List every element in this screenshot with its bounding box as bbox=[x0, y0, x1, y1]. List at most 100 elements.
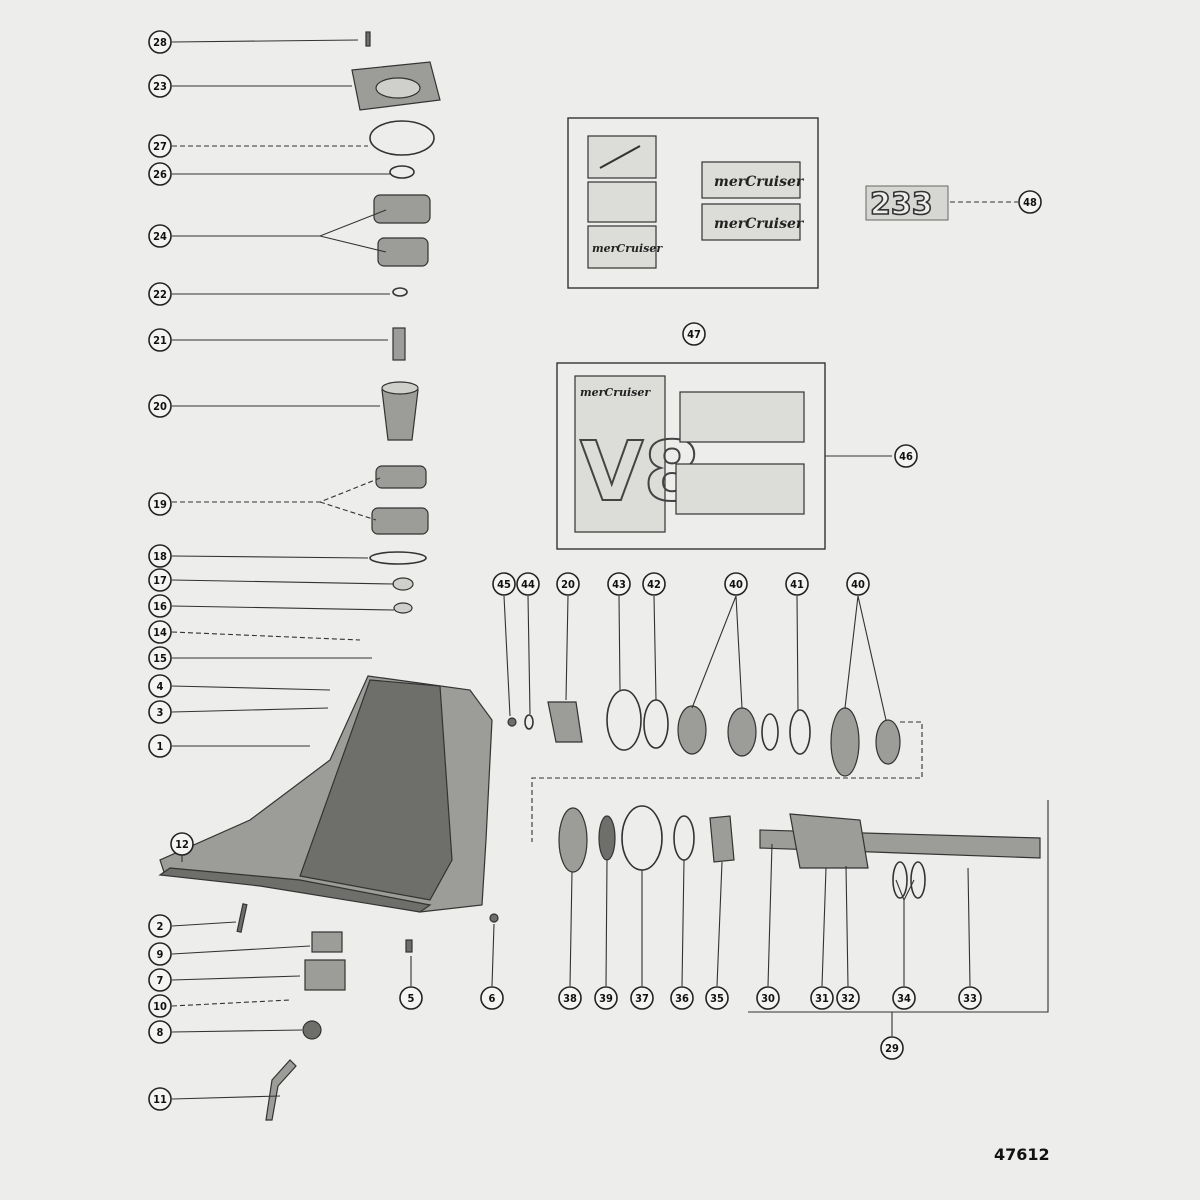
callout-label: 35 bbox=[710, 992, 724, 1005]
callout-circle bbox=[148, 328, 172, 352]
callout-37: 37 bbox=[630, 986, 654, 1010]
callout-40: 40 bbox=[846, 572, 870, 596]
part-pin-2 bbox=[236, 903, 248, 933]
callout-circle bbox=[170, 832, 194, 856]
callout-circle bbox=[642, 572, 666, 596]
decal-brand-text-3: merCruiser bbox=[580, 386, 651, 399]
part-screw-5 bbox=[405, 939, 413, 953]
callout-label: 16 bbox=[153, 600, 167, 613]
callout-label: 43 bbox=[612, 578, 626, 591]
parts-artwork bbox=[158, 31, 1041, 1121]
callout-label: 5 bbox=[408, 992, 415, 1005]
callout-23: 23 bbox=[148, 74, 172, 98]
callout-18: 18 bbox=[148, 544, 172, 568]
callout-4: 4 bbox=[148, 674, 172, 698]
callout-circle bbox=[148, 30, 172, 54]
callout-circle bbox=[836, 986, 860, 1010]
part-plug-6 bbox=[489, 913, 499, 923]
callout-label: 42 bbox=[647, 578, 661, 591]
callout-14: 14 bbox=[148, 620, 172, 644]
callout-circle bbox=[705, 986, 729, 1010]
callout-label: 18 bbox=[153, 550, 167, 563]
callout-circle bbox=[148, 914, 172, 938]
part-nut-17 bbox=[392, 577, 414, 591]
callout-circle bbox=[148, 492, 172, 516]
callout-circle bbox=[399, 986, 423, 1010]
callout-label: 27 bbox=[153, 140, 167, 153]
callout-label: 46 bbox=[899, 450, 913, 463]
callout-circle bbox=[880, 1036, 904, 1060]
callout-46: 46 bbox=[894, 444, 918, 468]
part-tool-11 bbox=[265, 1059, 297, 1121]
callout-circle bbox=[607, 572, 631, 596]
callout-label: 26 bbox=[153, 168, 167, 181]
callout-label: 29 bbox=[885, 1042, 899, 1055]
callout-circle bbox=[148, 594, 172, 618]
callout-circle bbox=[556, 572, 580, 596]
callout-label: 21 bbox=[153, 334, 167, 347]
callout-label: 30 bbox=[761, 992, 775, 1005]
model-decal-text: 233 bbox=[870, 187, 933, 222]
callout-label: 3 bbox=[157, 706, 164, 719]
callout-label: 20 bbox=[561, 578, 575, 591]
callout-9: 9 bbox=[148, 942, 172, 966]
callout-label: 40 bbox=[729, 578, 743, 591]
callout-34: 34 bbox=[892, 986, 916, 1010]
callout-label: 23 bbox=[153, 80, 167, 93]
callout-label: 44 bbox=[521, 578, 535, 591]
callout-circle bbox=[148, 134, 172, 158]
part-bearing-19 bbox=[371, 465, 429, 535]
callout-label: 11 bbox=[153, 1093, 167, 1106]
callout-circle bbox=[148, 620, 172, 644]
callout-circle bbox=[148, 568, 172, 592]
callout-circle bbox=[148, 544, 172, 568]
callout-circle bbox=[785, 572, 809, 596]
callout-circle bbox=[630, 986, 654, 1010]
callout-circle bbox=[756, 986, 780, 1010]
callout-10: 10 bbox=[148, 994, 172, 1018]
callout-circle bbox=[846, 572, 870, 596]
callout-label: 45 bbox=[497, 578, 511, 591]
callout-circle bbox=[148, 74, 172, 98]
part-shaft-21 bbox=[392, 327, 406, 361]
callout-6: 6 bbox=[480, 986, 504, 1010]
callout-circle bbox=[594, 986, 618, 1010]
part-bearing-24 bbox=[373, 194, 431, 267]
callout-circle bbox=[148, 224, 172, 248]
part-washer-22 bbox=[392, 287, 408, 297]
callout-label: 48 bbox=[1023, 196, 1037, 209]
callout-circle bbox=[724, 572, 748, 596]
callout-label: 17 bbox=[153, 574, 167, 587]
part-o-ring-27 bbox=[369, 120, 435, 156]
callout-35: 35 bbox=[705, 986, 729, 1010]
part-row-upper bbox=[507, 689, 901, 777]
callout-20: 20 bbox=[148, 394, 172, 418]
callout-label: 32 bbox=[841, 992, 855, 1005]
callout-31: 31 bbox=[810, 986, 834, 1010]
callout-label: 34 bbox=[897, 992, 911, 1005]
callout-circle bbox=[670, 986, 694, 1010]
callout-label: 15 bbox=[153, 652, 167, 665]
callout-circle bbox=[148, 994, 172, 1018]
callout-label: 14 bbox=[153, 626, 167, 639]
callout-label: 9 bbox=[157, 948, 164, 961]
callout-label: 4 bbox=[157, 680, 164, 693]
callout-32: 32 bbox=[836, 986, 860, 1010]
callout-circle bbox=[894, 444, 918, 468]
callout-circle bbox=[148, 646, 172, 670]
part-plate-7-10 bbox=[304, 959, 346, 991]
callout-48: 48 bbox=[1018, 190, 1042, 214]
callout-circle bbox=[1018, 190, 1042, 214]
callout-38: 38 bbox=[558, 986, 582, 1010]
callout-circle bbox=[148, 700, 172, 724]
callout-17: 17 bbox=[148, 568, 172, 592]
callout-circle bbox=[148, 1087, 172, 1111]
callout-42: 42 bbox=[642, 572, 666, 596]
callout-8: 8 bbox=[148, 1020, 172, 1044]
callout-label: 10 bbox=[153, 1000, 167, 1013]
callout-27: 27 bbox=[148, 134, 172, 158]
callout-3: 3 bbox=[148, 700, 172, 724]
callout-label: 12 bbox=[175, 838, 189, 851]
callout-label: 28 bbox=[153, 36, 167, 49]
callout-26: 26 bbox=[148, 162, 172, 186]
